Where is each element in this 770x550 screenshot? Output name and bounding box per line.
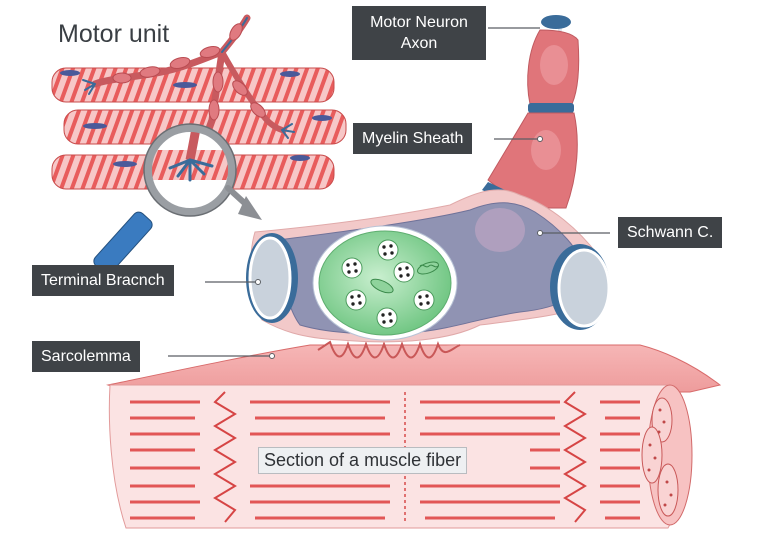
z-lines (213, 391, 587, 523)
mitochondria (370, 261, 439, 294)
muscle-fiber-section (106, 340, 722, 529)
magnifying-glass-icon (93, 123, 237, 275)
label-muscle-fiber-section: Section of a muscle fiber (258, 447, 468, 474)
diagram-title: Motor unit (58, 20, 170, 48)
junctional-folds (317, 340, 461, 359)
zoom-arrow-icon (225, 185, 262, 220)
label-sarcolemma: Sarcolemma (32, 341, 140, 372)
label-schwann-cell: Schwann C. (618, 217, 723, 248)
label-motor-neuron-axon: Motor Neuron Axon (352, 6, 486, 60)
label-myelin-sheath: Myelin Sheath (353, 123, 473, 154)
leader-dots (255, 136, 543, 359)
motor-unit-inset (51, 14, 347, 275)
myelin-segments-inset (112, 23, 266, 121)
sarcolemma-surface (106, 344, 722, 393)
fiber-cut-end (641, 384, 693, 526)
axon-terminal (312, 225, 458, 341)
axon-tip (541, 15, 571, 29)
synaptic-vesicles (341, 239, 435, 329)
label-terminal-branch: Terminal Bracnch (32, 265, 174, 296)
myofibrils (130, 400, 640, 520)
leader-lines (168, 27, 610, 357)
